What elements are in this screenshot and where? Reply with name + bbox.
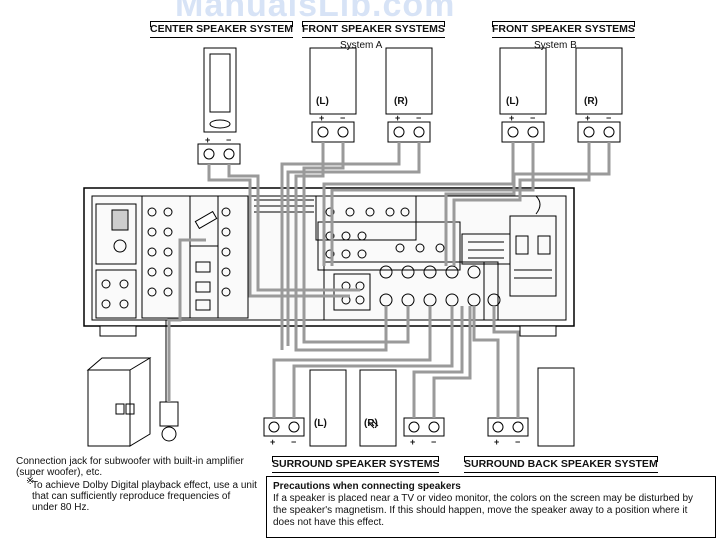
precautions-text: If a speaker is placed near a TV or vide… — [273, 493, 694, 528]
front-a-right-label: (R) — [394, 96, 408, 107]
surround-r-minus: − — [431, 437, 437, 447]
front-a-left-label: (L) — [316, 96, 329, 107]
subwoofer-plug — [159, 401, 179, 442]
surround-right-terminal — [403, 417, 445, 437]
subwoofer-note-line1: Connection jack for subwoofer with built… — [16, 456, 244, 467]
subwoofer — [86, 357, 152, 447]
front-b-r-plus: + — [585, 113, 591, 123]
front-b-l-minus: − — [530, 113, 536, 123]
front-b-right-speaker — [575, 47, 623, 115]
precautions-title: Precautions when connecting speakers — [273, 481, 461, 492]
speaker-cables — [167, 142, 611, 418]
center-plus: + — [205, 135, 211, 145]
system-b-label: System B — [534, 40, 577, 51]
subwoofer-note-line4: that can sufficiently reproduce frequenc… — [32, 491, 231, 502]
surround-l-plus: + — [270, 437, 276, 447]
surround-back-minus: − — [515, 437, 521, 447]
subwoofer-note-star: ※ — [26, 476, 35, 487]
surround-right-speaker — [359, 369, 397, 447]
surround-back-plus: + — [494, 437, 500, 447]
front-a-header: FRONT SPEAKER SYSTEMS — [302, 21, 445, 38]
front-b-left-terminal — [501, 121, 545, 143]
subwoofer-note-line2: (super woofer), etc. — [16, 467, 103, 478]
subwoofer-note-line5: under 80 Hz. — [32, 502, 90, 513]
surround-l-minus: − — [291, 437, 297, 447]
front-b-left-speaker — [499, 47, 547, 115]
front-a-r-minus: − — [416, 113, 422, 123]
hatch-marks — [367, 419, 379, 429]
precautions-box: Precautions when connecting speakers If … — [266, 476, 716, 538]
center-terminal — [197, 143, 241, 165]
front-b-right-label: (R) — [584, 96, 598, 107]
surround-right-label: (R) — [364, 418, 378, 429]
center-speaker-header: CENTER SPEAKER SYSTEM — [150, 21, 293, 38]
surround-header: SURROUND SPEAKER SYSTEMS — [272, 456, 440, 473]
receiver-rear-panel — [83, 187, 575, 337]
surround-back-speaker — [537, 367, 575, 447]
front-a-left-speaker — [309, 47, 357, 115]
surround-back-terminal — [487, 417, 529, 437]
front-a-r-plus: + — [395, 113, 401, 123]
front-b-right-terminal — [577, 121, 621, 143]
surround-left-speaker — [309, 369, 347, 447]
front-a-right-terminal — [387, 121, 431, 143]
front-b-l-plus: + — [509, 113, 515, 123]
front-a-l-plus: + — [319, 113, 325, 123]
front-a-left-terminal — [311, 121, 355, 143]
front-b-left-label: (L) — [506, 96, 519, 107]
front-b-r-minus: − — [606, 113, 612, 123]
front-a-l-minus: − — [340, 113, 346, 123]
subwoofer-cable — [165, 210, 218, 402]
center-speaker — [203, 47, 237, 133]
surround-r-plus: + — [410, 437, 416, 447]
system-a-label: System A — [340, 40, 383, 51]
front-b-header: FRONT SPEAKER SYSTEMS — [492, 21, 635, 38]
watermark: ManualsLib.com — [175, 0, 456, 24]
subwoofer-note-line3: To achieve Dolby Digital playback effect… — [32, 480, 257, 491]
surround-left-terminal — [263, 417, 305, 437]
center-minus: − — [226, 135, 232, 145]
front-a-right-speaker — [385, 47, 433, 115]
surround-left-label: (L) — [314, 418, 327, 429]
surround-back-header: SURROUND BACK SPEAKER SYSTEM — [464, 456, 658, 473]
